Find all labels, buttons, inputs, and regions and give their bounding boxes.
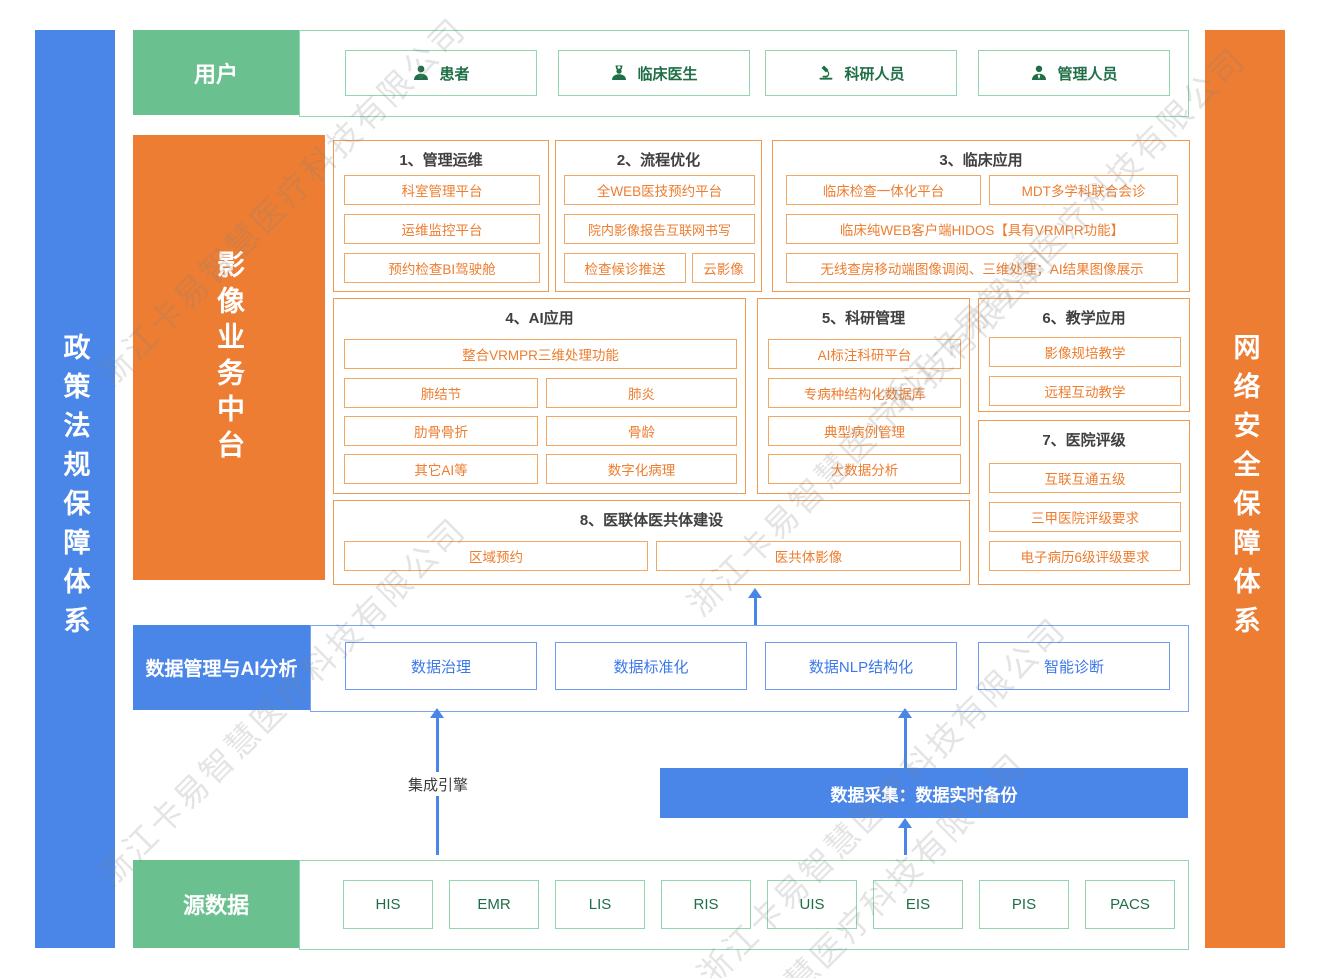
data-mgmt-box: 数据治理 [345,642,537,690]
source-system-box: RIS [661,880,751,929]
source-system-box: EMR [449,880,539,929]
data-mgmt-header-label: 数据管理与AI分析 [145,659,298,680]
section-item: 肋骨骨折 [344,416,538,446]
data-mgmt-header: 数据管理与AI分析 [133,625,310,710]
sidebar-policy-regulation: 政策法规保障体系 [35,30,115,948]
section-item: MDT多学科联合会诊 [989,175,1178,205]
section-item: 预约检查BI驾驶舱 [344,253,540,283]
user-box-label: 临床医生 [637,65,698,83]
section-item: 临床检查一体化平台 [786,175,981,205]
data-mgmt-box: 数据标准化 [555,642,747,690]
section-title: 1、管理运维 [399,152,483,169]
patient-icon [412,64,430,82]
imaging-center-header: 影像业务中台 [133,135,325,580]
arrow-up-head [430,708,444,718]
source-system-box: LIS [555,880,645,929]
section-ai-application: 4、AI应用 整合VRMPR三维处理功能 肺结节 肺炎 肋骨骨折 骨龄 其它AI… [333,298,746,494]
section-item: 全WEB医技预约平台 [564,175,755,205]
section-item: 科室管理平台 [344,175,540,205]
source-system-box: HIS [343,880,433,929]
arrow-up-head [898,818,912,828]
arrow-up-line [904,718,907,768]
section-medical-alliance: 8、医联体医共体建设 区域预约 医共体影像 [333,500,970,585]
section-item: 区域预约 [344,541,648,571]
doctor-icon [610,64,628,82]
section-clinical-application: 3、临床应用 临床检查一体化平台 MDT多学科联合会诊 临床纯WEB客户端HID… [772,140,1190,292]
section-title: 7、医院评级 [1042,432,1126,449]
source-data-header: 源数据 [133,860,299,948]
section-item: 肺炎 [546,378,737,408]
arrow-up-head [748,588,762,598]
source-system-box: EIS [873,880,963,929]
integration-engine-label: 集成引擎 [399,772,477,796]
data-mgmt-box: 数据NLP结构化 [765,642,957,690]
section-hospital-rating: 7、医院评级 互联互通五级 三甲医院评级要求 电子病历6级评级要求 [978,420,1190,585]
section-item: AI标注科研平台 [768,339,961,369]
section-item: 无线查房移动端图像调阅、三维处理；AI结果图像展示 [786,253,1178,283]
imaging-center-label: 影像业务中台 [214,249,245,466]
arrow-up-line [754,597,757,625]
arrow-up-line [904,828,907,855]
section-item: 典型病例管理 [768,416,961,446]
section-item: 肺结节 [344,378,538,408]
section-process-optimization: 2、流程优化 全WEB医技预约平台 院内影像报告互联网书写 检查候诊推送 云影像 [555,140,762,292]
users-header: 用户 [133,30,299,115]
section-research-management: 5、科研管理 AI标注科研平台 专病种结构化数据库 典型病例管理 大数据分析 [757,298,970,494]
section-item: 检查候诊推送 [564,253,686,283]
users-header-label: 用户 [193,61,238,87]
section-item: 其它AI等 [344,454,538,484]
user-box-label: 患者 [439,65,470,83]
section-title: 2、流程优化 [616,152,701,169]
source-system-box: UIS [767,880,857,929]
data-mgmt-box: 智能诊断 [978,642,1170,690]
arrow-up-head [898,708,912,718]
user-box-doctor: 临床医生 [558,50,750,96]
source-system-box: PACS [1085,880,1175,929]
sidebar-policy-label: 政策法规保障体系 [59,333,90,645]
section-title: 3、临床应用 [939,152,1023,169]
section-item: 整合VRMPR三维处理功能 [344,339,737,369]
user-box-researcher: 科研人员 [765,50,957,96]
admin-icon [1030,64,1048,82]
section-title: 4、AI应用 [505,310,574,327]
section-title: 5、科研管理 [821,310,906,327]
user-box-admin: 管理人员 [978,50,1170,96]
section-item: 数字化病理 [546,454,737,484]
section-item: 大数据分析 [768,454,961,484]
sidebar-network-security: 网络安全保障体系 [1205,30,1285,948]
section-title: 6、教学应用 [1042,310,1126,327]
source-data-header-label: 源数据 [182,893,249,918]
section-item: 互联互通五级 [989,463,1181,493]
data-collection-bar: 数据采集：数据实时备份 [660,768,1188,818]
section-title: 8、医联体医共体建设 [579,512,724,529]
section-item: 院内影像报告互联网书写 [564,214,755,244]
section-management-ops: 1、管理运维 科室管理平台 运维监控平台 预约检查BI驾驶舱 [333,140,549,292]
section-item: 远程互动教学 [989,376,1181,406]
user-box-label: 管理人员 [1057,65,1118,83]
section-item: 电子病历6级评级要求 [989,541,1181,571]
source-system-box: PIS [979,880,1069,929]
section-item: 影像规培教学 [989,337,1181,367]
user-box-label: 科研人员 [844,65,905,83]
section-item: 临床纯WEB客户端HIDOS【具有VRMPR功能】 [786,214,1178,244]
section-item: 三甲医院评级要求 [989,502,1181,532]
section-item: 云影像 [692,253,755,283]
section-item: 专病种结构化数据库 [768,378,961,408]
researcher-icon [817,64,835,82]
section-item: 运维监控平台 [344,214,540,244]
section-item: 医共体影像 [656,541,961,571]
section-teaching-application: 6、教学应用 影像规培教学 远程互动教学 [978,298,1190,412]
section-item: 骨龄 [546,416,737,446]
sidebar-network-label: 网络安全保障体系 [1229,333,1260,645]
user-box-patient: 患者 [345,50,537,96]
